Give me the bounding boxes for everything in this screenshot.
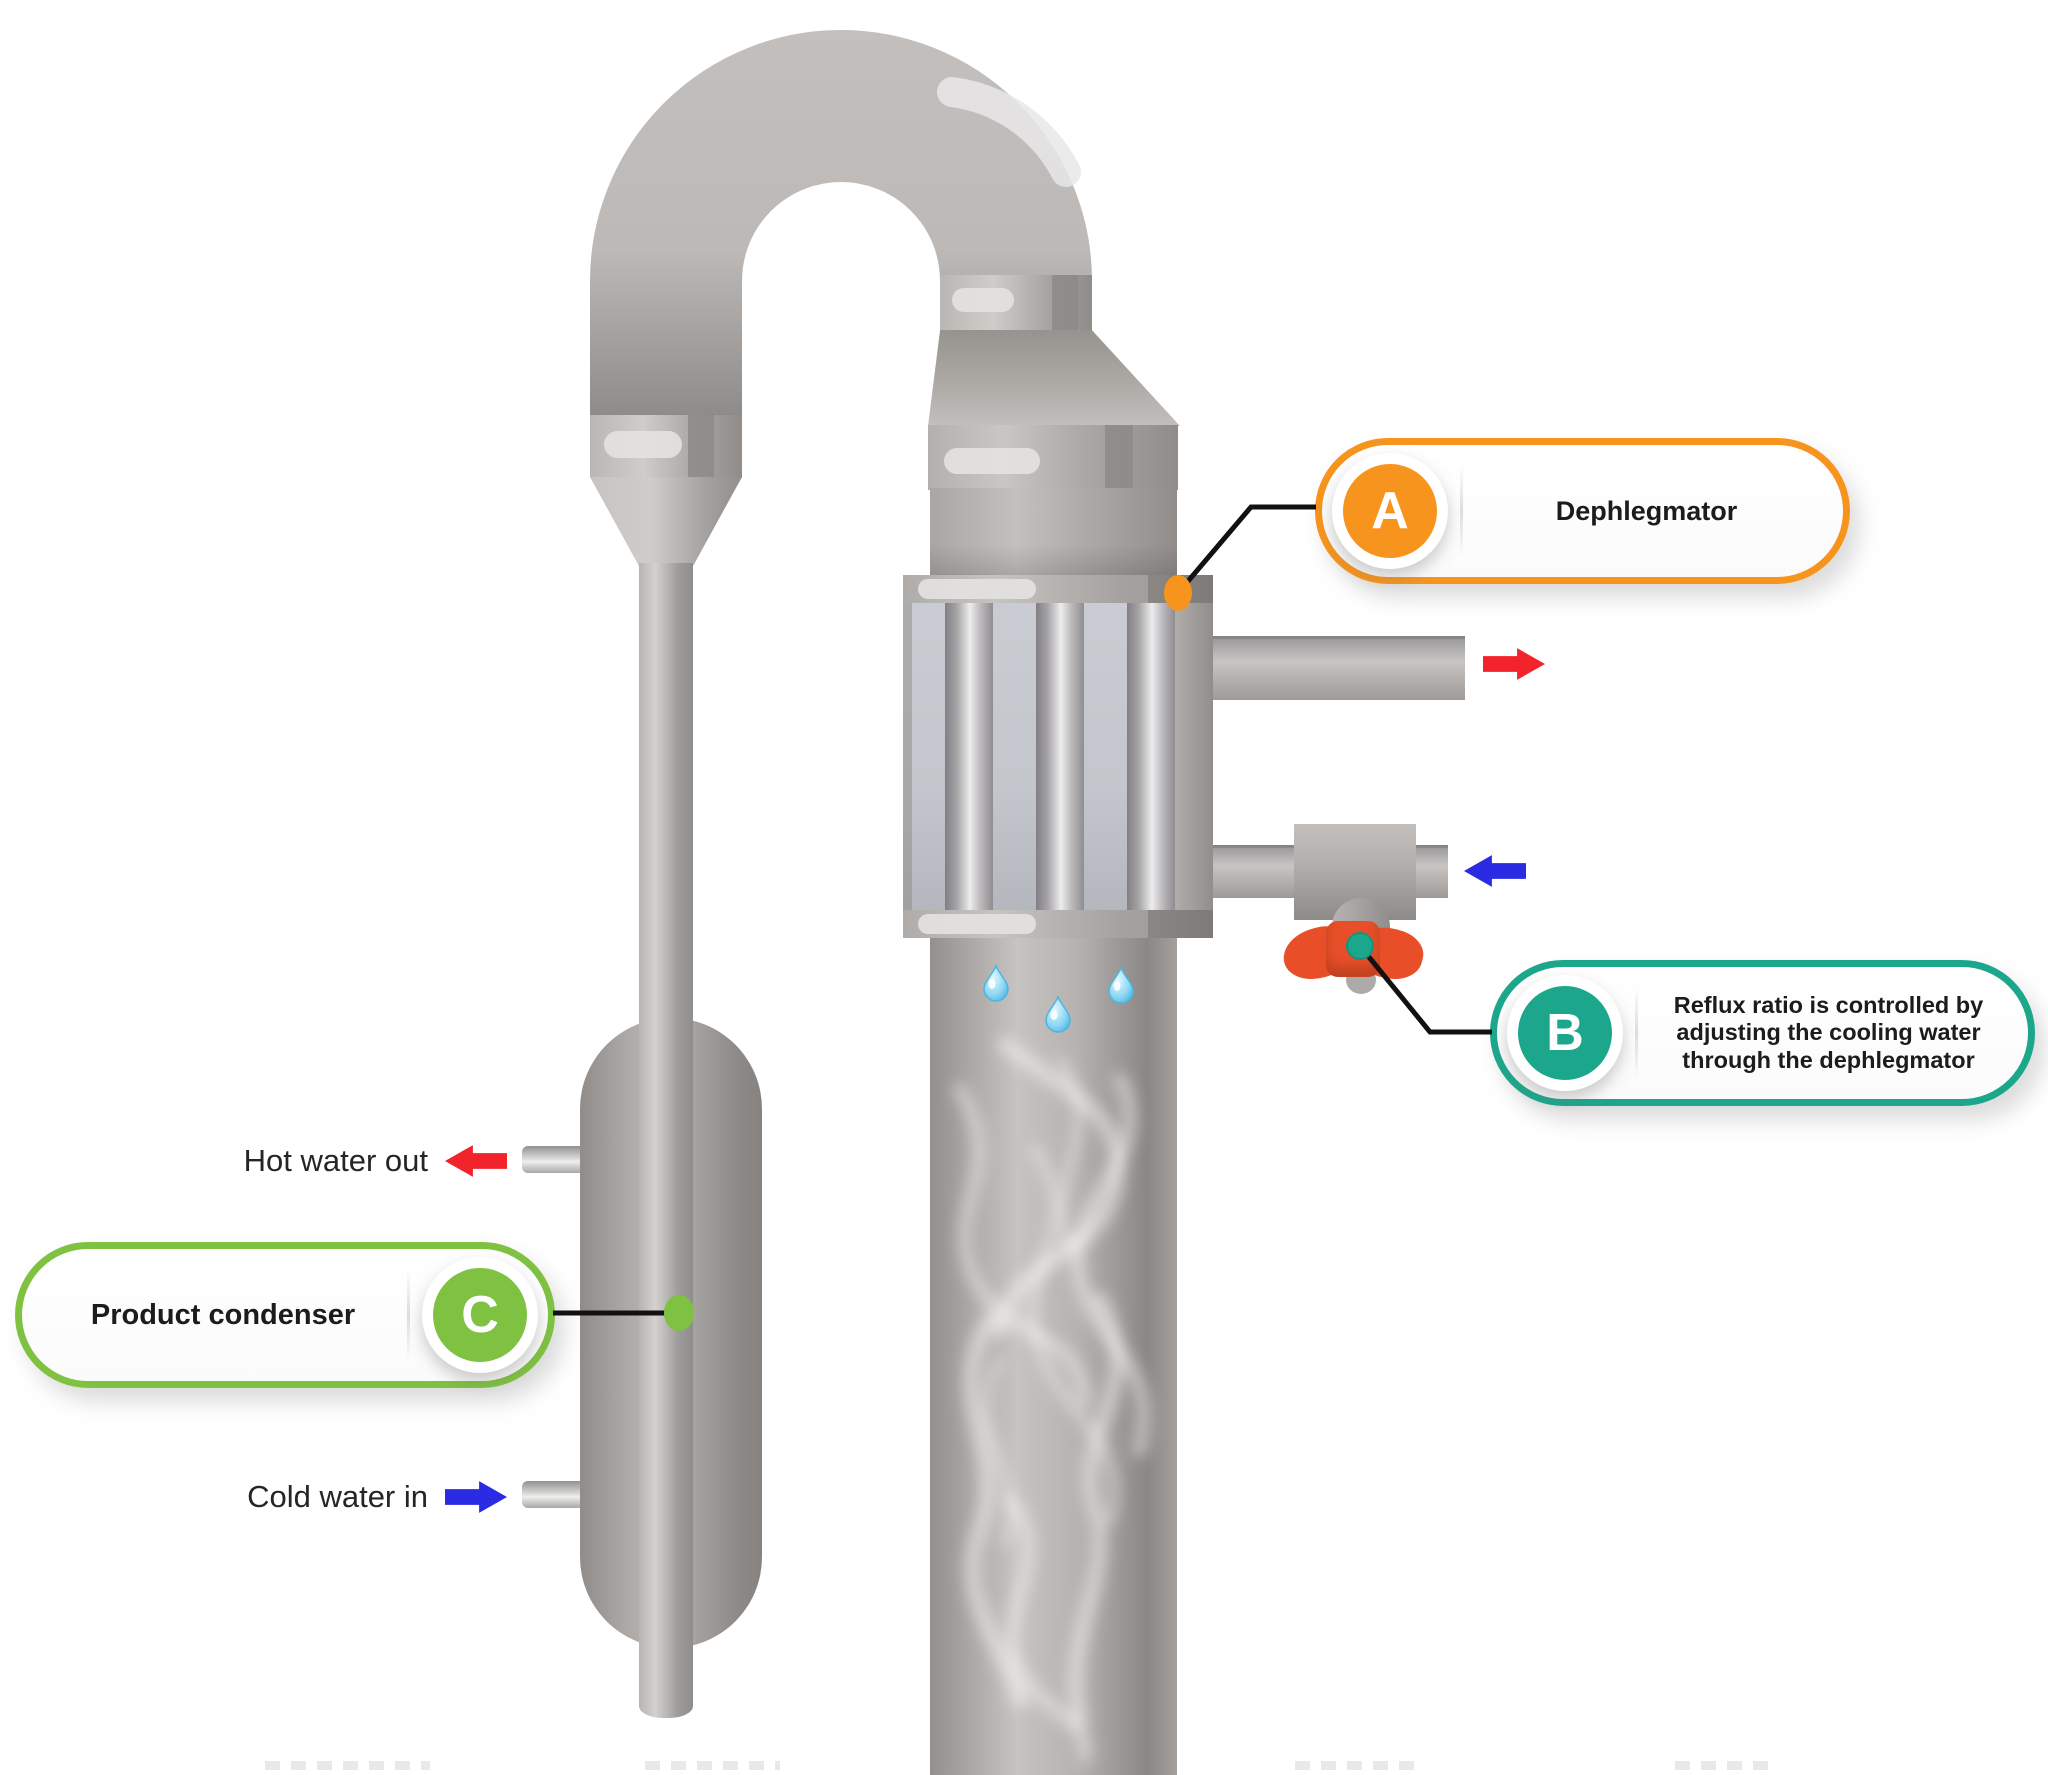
hot-water-out-label: Hot water out (243, 1143, 428, 1178)
flange-corner (1148, 910, 1213, 938)
coupling-shine (952, 288, 1014, 312)
watermark-dashes (1295, 1761, 1415, 1770)
pipe-coupling-band (940, 275, 1092, 332)
callout-divider (407, 1269, 410, 1361)
header-shine (944, 448, 1040, 474)
dephlegmator-left-edge (903, 603, 912, 910)
watermark-dashes (1675, 1761, 1770, 1770)
callout-b: B Reflux ratio is controlled by adjustin… (1490, 960, 2035, 1106)
distillation-column (930, 936, 1177, 1775)
watermark-dashes (265, 1761, 430, 1770)
dephlegmator-tube (945, 603, 993, 910)
callout-b-text: Reflux ratio is controlled by adjusting … (1637, 967, 2020, 1099)
column-header-band (928, 425, 1178, 490)
dephlegmator-right-plate (1175, 603, 1213, 910)
dephlegmator-outlet-arrow (1483, 648, 1545, 680)
cold-water-in-label: Cold water in (247, 1479, 428, 1514)
header-shadow (1105, 425, 1133, 490)
callout-a-badge: A (1332, 453, 1448, 569)
callout-c-marker-dot (664, 1295, 694, 1331)
flange-shine (918, 914, 1036, 934)
dephlegmator-top-flange (903, 575, 1213, 603)
dephlegmator-tube (1127, 603, 1175, 910)
callout-b-line: Reflux ratio is controlled by (1673, 992, 1984, 1019)
hot-water-out-port (522, 1146, 584, 1173)
coupling-shine (604, 431, 682, 458)
column-neck (930, 488, 1177, 578)
dephlegmator-tube (1036, 603, 1084, 910)
pipe-highlight (937, 77, 1081, 187)
coupling-shadow (1052, 275, 1078, 332)
dephlegmator-bottom-flange (903, 910, 1213, 938)
dephlegmator-body (903, 603, 1213, 910)
cold-water-in-port (522, 1481, 584, 1508)
callout-a: A Dephlegmator (1315, 438, 1850, 584)
callout-b-marker-dot (1346, 932, 1374, 960)
callout-b-letter: B (1518, 986, 1612, 1080)
hot-water-out-arrow (445, 1145, 507, 1177)
product-tube (639, 563, 693, 1718)
callout-a-letter: A (1343, 464, 1437, 558)
flange-shine (918, 579, 1036, 599)
dephlegmator-outlet-pipe (1213, 636, 1465, 700)
dephlegmator-inlet-arrow (1464, 855, 1526, 887)
expansion-cone (928, 330, 1180, 426)
callout-b-line: adjusting the cooling water (1676, 1019, 1981, 1046)
callout-c: C Product condenser (15, 1242, 555, 1388)
reduction-cone (590, 477, 742, 566)
cold-water-in-arrow (445, 1481, 507, 1513)
callout-a-text: Dephlegmator (1555, 495, 1738, 526)
callout-divider (1460, 465, 1463, 557)
callout-a-marker-dot (1164, 575, 1192, 611)
callout-c-text: Product condenser (90, 1298, 356, 1331)
pipe-coupling-band (590, 415, 742, 478)
callout-c-letter: C (433, 1268, 527, 1362)
watermark-dashes (645, 1761, 780, 1770)
callout-b-line: through the dephlegmator (1682, 1046, 1975, 1073)
callout-b-badge: B (1507, 975, 1623, 1091)
callout-c-badge: C (422, 1257, 538, 1373)
callout-divider (1635, 987, 1638, 1079)
coupling-shadow (688, 415, 714, 478)
